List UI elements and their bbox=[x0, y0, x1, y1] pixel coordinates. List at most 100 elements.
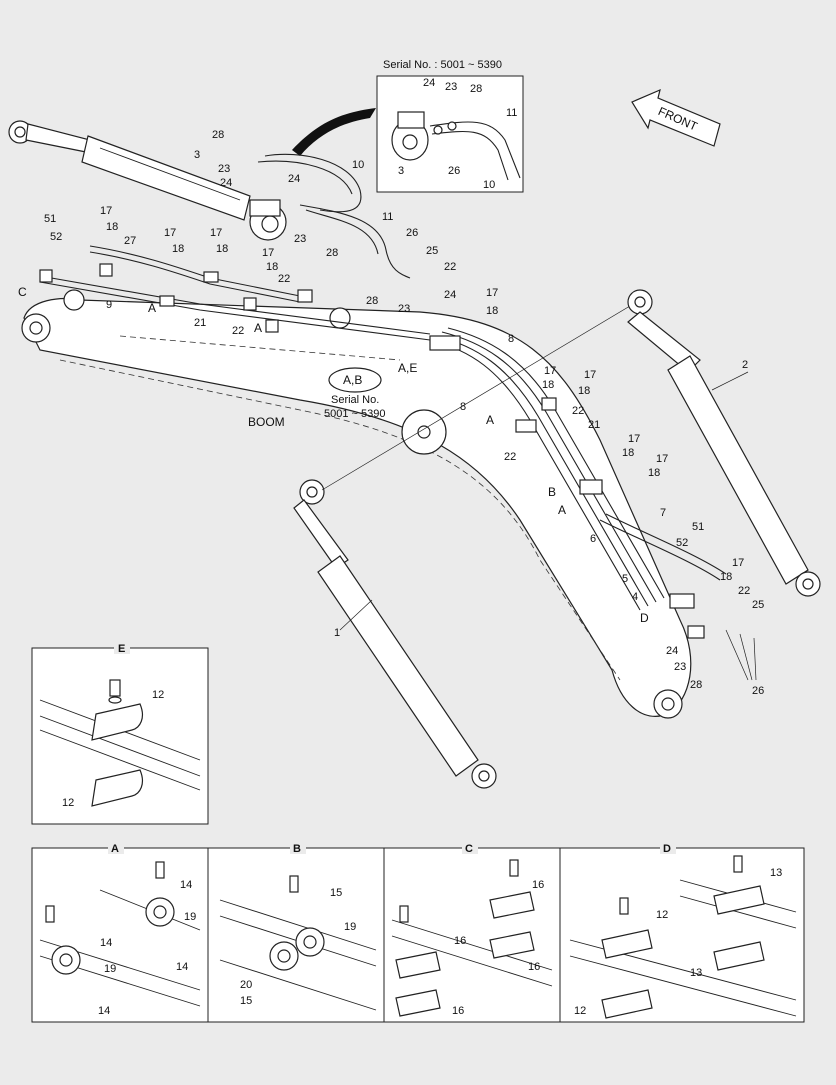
tag-ab: A,B bbox=[343, 373, 362, 387]
label-24: 24 bbox=[423, 77, 435, 89]
clamp-group bbox=[39, 263, 705, 639]
part-label-n16: 16 bbox=[452, 1005, 464, 1017]
part-label-d: D bbox=[640, 611, 649, 625]
part-label-n8: 8 bbox=[508, 333, 514, 345]
label-26: 26 bbox=[448, 165, 460, 177]
part-label-n24: 24 bbox=[220, 177, 232, 189]
part-label-n20: 20 bbox=[240, 979, 252, 991]
part-label-n17: 17 bbox=[628, 433, 640, 445]
part-label-n22: 22 bbox=[738, 585, 750, 597]
part-label-n17: 17 bbox=[544, 365, 556, 377]
part-label-n13: 13 bbox=[770, 867, 782, 879]
part-label-n17: 17 bbox=[164, 227, 176, 239]
part-label-n23: 23 bbox=[294, 233, 306, 245]
part-label-a: A bbox=[148, 301, 156, 315]
main-part-labels: 3 28 23 24 24 23 28 10 11 26 25 22 24 28… bbox=[18, 129, 764, 697]
part-label-n14: 14 bbox=[100, 937, 112, 949]
part-label-n24: 24 bbox=[444, 289, 456, 301]
part-label-n22: 22 bbox=[278, 273, 290, 285]
serial-top-label: Serial No. : 5001 ~ 5390 bbox=[383, 59, 502, 71]
label-28: 28 bbox=[470, 83, 482, 95]
part-label-n3: 3 bbox=[194, 149, 200, 161]
leader-lines bbox=[339, 371, 757, 681]
part-label-n24: 24 bbox=[288, 173, 300, 185]
part-label-n28: 28 bbox=[326, 247, 338, 259]
part-label-n18: 18 bbox=[578, 385, 590, 397]
inset-e: E 12 12 bbox=[31, 642, 209, 825]
part-label-n12: 12 bbox=[656, 909, 668, 921]
part-label-n18: 18 bbox=[720, 571, 732, 583]
part-label-n28: 28 bbox=[366, 295, 378, 307]
part-label-n12: 12 bbox=[152, 689, 164, 701]
part-label-n26: 26 bbox=[752, 685, 764, 697]
part-label-n22: 22 bbox=[572, 405, 584, 417]
arm-cylinder bbox=[8, 120, 287, 241]
label-10: 10 bbox=[483, 179, 495, 191]
part-label-n14: 14 bbox=[98, 1005, 110, 1017]
part-label-n27: 27 bbox=[124, 235, 136, 247]
part-label-n18: 18 bbox=[622, 447, 634, 459]
part-label-n22: 22 bbox=[232, 325, 244, 337]
part-label-n17: 17 bbox=[100, 205, 112, 217]
boom-body bbox=[21, 289, 692, 719]
part-label-n52: 52 bbox=[50, 231, 62, 243]
part-label-n17: 17 bbox=[262, 247, 274, 259]
part-label-n14: 14 bbox=[176, 961, 188, 973]
part-label-n17: 17 bbox=[732, 557, 744, 569]
part-label-n11: 11 bbox=[382, 211, 393, 223]
part-label-n16: 16 bbox=[454, 935, 466, 947]
part-label-n14: 14 bbox=[180, 879, 192, 891]
label-23: 23 bbox=[445, 81, 457, 93]
part-label-n18: 18 bbox=[648, 467, 660, 479]
part-label-n4: 4 bbox=[632, 591, 638, 603]
part-label-n19: 19 bbox=[104, 963, 116, 975]
part-label-n15: 15 bbox=[330, 887, 342, 899]
part-label-n8: 8 bbox=[460, 401, 466, 413]
part-label-n17: 17 bbox=[584, 369, 596, 381]
part-label-n28: 28 bbox=[690, 679, 702, 691]
part-label-a: A bbox=[558, 503, 566, 517]
part-label-n18: 18 bbox=[172, 243, 184, 255]
part-label-n15: 15 bbox=[240, 995, 252, 1007]
part-label-n21: 21 bbox=[588, 419, 600, 431]
part-label-n22: 22 bbox=[504, 451, 516, 463]
part-label-n24: 24 bbox=[666, 645, 678, 657]
part-label-n22: 22 bbox=[444, 261, 456, 273]
part-label-n19: 19 bbox=[344, 921, 356, 933]
part-label-n51: 51 bbox=[692, 521, 704, 533]
tag-ae: A,E bbox=[398, 361, 417, 375]
label-3: 3 bbox=[398, 165, 404, 177]
part-label-n18: 18 bbox=[266, 261, 278, 273]
part-label-n52: 52 bbox=[676, 537, 688, 549]
part-label-n23: 23 bbox=[218, 163, 230, 175]
part-label-n10: 10 bbox=[352, 159, 364, 171]
part-label-n26: 26 bbox=[406, 227, 418, 239]
part-label-n16: 16 bbox=[528, 961, 540, 973]
part-label-n12: 12 bbox=[62, 797, 74, 809]
serial-mid-line1: Serial No. bbox=[331, 394, 379, 406]
part-label-n18: 18 bbox=[486, 305, 498, 317]
inset-c-title: C bbox=[465, 843, 473, 855]
part-label-n23: 23 bbox=[398, 303, 410, 315]
part-label-n13: 13 bbox=[690, 967, 702, 979]
part-label-n6: 6 bbox=[590, 533, 596, 545]
front-arrow: FRONT bbox=[631, 88, 721, 147]
part-label-n18: 18 bbox=[542, 379, 554, 391]
label-11: 11 bbox=[506, 107, 517, 119]
part-label-n12: 12 bbox=[574, 1005, 586, 1017]
part-label-b: B bbox=[548, 485, 556, 499]
inset-a-title: A bbox=[111, 843, 119, 855]
bottom-insets: A B C D 14 19 14 14 19 14 15 19 20 15 bbox=[31, 842, 805, 1023]
boom-cylinder-right bbox=[627, 289, 821, 597]
part-label-a: A bbox=[486, 413, 494, 427]
boom-label: BOOM bbox=[248, 415, 285, 429]
boom-cylinder bbox=[293, 299, 641, 789]
part-label-n23: 23 bbox=[674, 661, 686, 673]
part-label-n25: 25 bbox=[426, 245, 438, 257]
part-label-c: C bbox=[18, 285, 27, 299]
part-label-n25: 25 bbox=[752, 599, 764, 611]
part-label-n16: 16 bbox=[532, 879, 544, 891]
part-label-n17: 17 bbox=[656, 453, 668, 465]
